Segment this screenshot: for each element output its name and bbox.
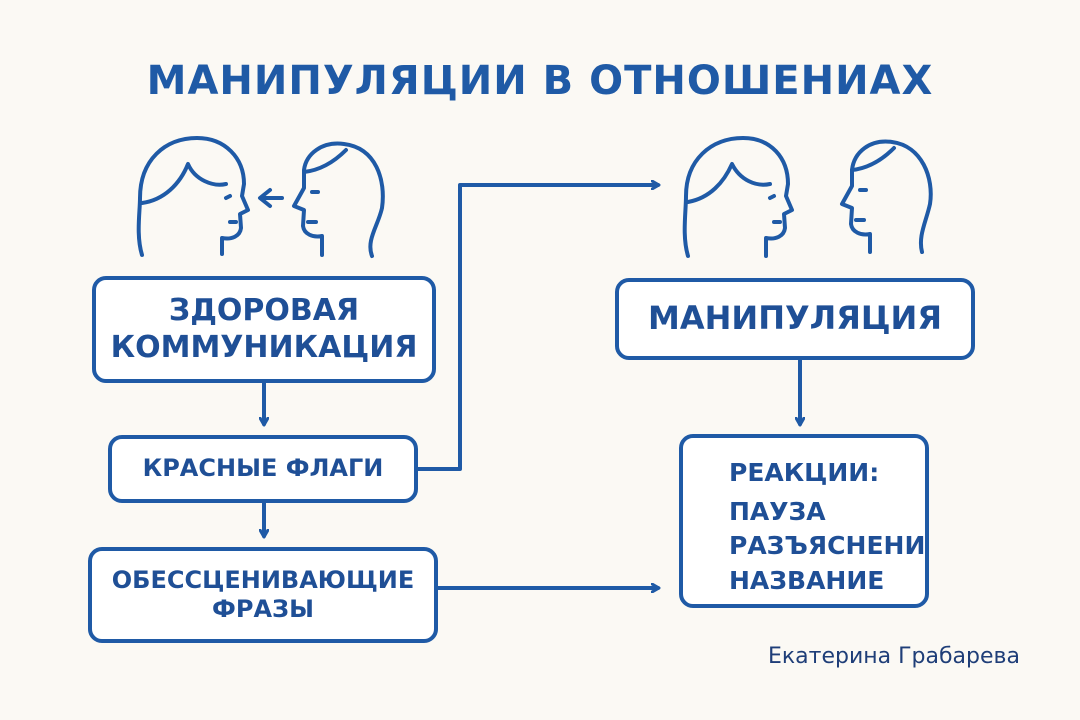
red-flags-label: КРАСНЫЕ ФЛАГИ <box>142 454 384 483</box>
author-signature: Екатерина Грабарева <box>767 644 1020 669</box>
healthy-communication-box: ЗДОРОВАЯ КОММУНИКАЦИЯ <box>92 276 436 383</box>
reactions-title: РЕАКЦИИ: <box>729 458 880 487</box>
reaction-item: НАЗВАНИЕ <box>729 565 885 595</box>
red-flags-box: КРАСНЫЕ ФЛАГИ <box>108 435 418 503</box>
woman-profile-icon <box>682 136 794 258</box>
reaction-item: РАЗЪЯСНЕНИ <box>729 531 926 560</box>
devaluing-line2: ФРАЗЫ <box>212 595 314 623</box>
man-profile-icon <box>292 141 385 258</box>
devaluing-line1: ОБЕССЦЕНИВАЮЩИЕ <box>111 565 415 594</box>
devaluing-phrases-box: ОБЕССЦЕНИВАЮЩИЕ ФРАЗЫ <box>88 547 438 643</box>
arrow-flags-to-manipulation <box>416 185 658 471</box>
reaction-item: ПАУЗА <box>729 496 826 526</box>
diagram-title: МАНИПУЛЯЦИИ В ОТНОШЕНИАХ <box>146 58 934 104</box>
woman-profile-icon <box>136 136 250 257</box>
healthy-line1: ЗДОРОВАЯ <box>168 292 360 328</box>
healthy-line2: КОММУНИКАЦИЯ <box>110 329 418 365</box>
arrow-head <box>258 188 272 208</box>
manipulation-label: МАНИПУЛЯЦИЯ <box>648 299 942 338</box>
manipulation-box: МАНИПУЛЯЦИЯ <box>615 278 975 360</box>
man-profile-icon <box>840 139 933 254</box>
reactions-box: РЕАКЦИИ: ПАУЗА РАЗЪЯСНЕНИ НАЗВАНИЕ <box>679 434 929 608</box>
